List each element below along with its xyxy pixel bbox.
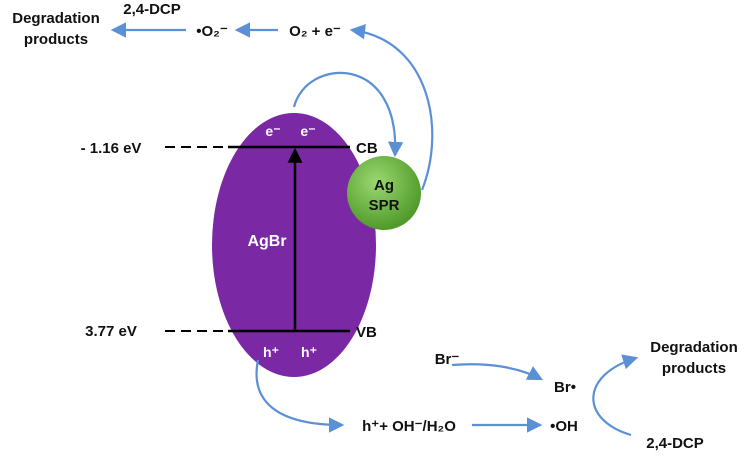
bromine-radical-label: Br•: [554, 379, 576, 396]
hole-reaction-label: h⁺+ OH⁻/H₂O: [362, 418, 456, 435]
agbr-label: AgBr: [247, 233, 286, 250]
ag-label: Ag: [374, 177, 394, 194]
cb-label: CB: [356, 140, 378, 157]
hole-label-2: h⁺: [301, 344, 317, 360]
dcp-label-bottom: 2,4-DCP: [646, 435, 704, 452]
superoxide-radical-label: •O₂⁻: [196, 23, 228, 40]
degradation-products-label-bottom-line2: products: [662, 360, 726, 377]
electron-label-1: e⁻: [265, 123, 280, 139]
degradation-products-label-top-line1: Degradation: [12, 10, 100, 27]
dcp-label-top: 2,4-DCP: [123, 1, 181, 18]
arrow-ag-to-o2: [349, 24, 434, 191]
ag-spr-sphere: [347, 156, 421, 230]
electron-label-2: e⁻: [300, 123, 315, 139]
oxygen-plus-electron-label: O₂ + e⁻: [289, 23, 341, 40]
bromide-label: Br⁻: [435, 351, 460, 368]
vb-label: VB: [356, 324, 377, 341]
hydroxyl-radical-label: •OH: [550, 418, 578, 435]
arrow-vb-hole-to-reaction: [255, 359, 345, 433]
degradation-products-label-top-line2: products: [24, 31, 88, 48]
degradation-products-label-bottom-line1: Degradation: [650, 339, 738, 356]
arrow-cb-to-ag: [292, 71, 404, 158]
hole-label-1: h⁺: [263, 344, 279, 360]
vb-energy-label: 3.77 eV: [85, 323, 137, 340]
arrow-dcp-to-degradation: [592, 354, 639, 437]
arrow-bromide-to-bromine-radical: [451, 363, 544, 381]
spr-label: SPR: [369, 197, 400, 214]
cb-energy-label: - 1.16 eV: [81, 140, 142, 157]
